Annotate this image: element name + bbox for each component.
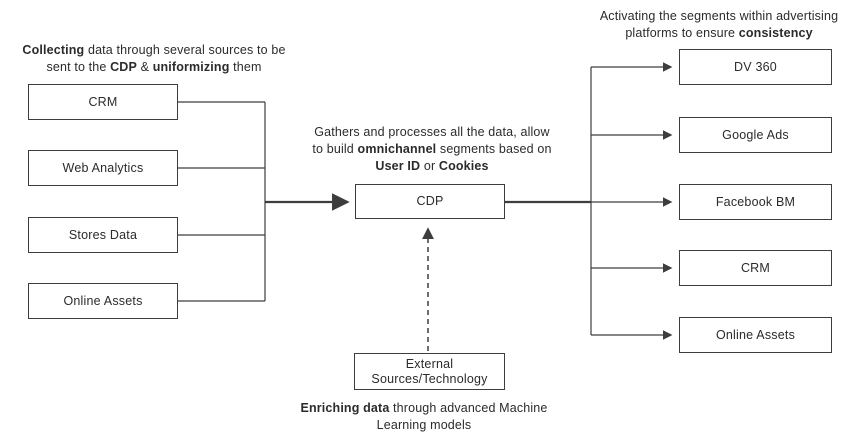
destination-box-crm: CRM (679, 250, 832, 286)
destination-box-facebook-bm: Facebook BM (679, 184, 832, 220)
destination-box-label: DV 360 (734, 59, 777, 74)
destination-box-dv-360: DV 360 (679, 49, 832, 85)
source-box-label: CRM (88, 94, 118, 109)
cdp-hub-label: CDP (416, 194, 444, 208)
source-box-stores-data: Stores Data (28, 217, 178, 253)
source-box-web-analytics: Web Analytics (28, 150, 178, 186)
source-box-label: Online Assets (63, 293, 143, 308)
destination-box-label: CRM (740, 260, 771, 275)
destination-box-label: Online Assets (715, 327, 796, 342)
destination-box-google-ads: Google Ads (679, 117, 832, 153)
destination-box-label: Facebook BM (715, 194, 796, 209)
destination-box-label: Google Ads (722, 127, 789, 142)
source-box-label: Web Analytics (62, 160, 144, 175)
collecting-annotation: Collecting data through several sources … (22, 43, 286, 74)
external-sources-box: External Sources/Technology (354, 353, 505, 390)
source-box-label: Stores Data (68, 227, 138, 242)
enriching-annotation: Enriching data through advanced Machine … (300, 401, 548, 432)
external-sources-label: External Sources/Technology (371, 356, 488, 386)
destination-box-online-assets: Online Assets (679, 317, 832, 353)
activating-annotation: Activating the segments within advertisi… (599, 9, 839, 40)
processing-annotation: Gathers and processes all the data, allo… (312, 125, 552, 173)
cdp-hub-box: CDP (355, 184, 505, 219)
source-box-crm: CRM (28, 84, 178, 120)
source-box-online-assets: Online Assets (28, 283, 178, 319)
